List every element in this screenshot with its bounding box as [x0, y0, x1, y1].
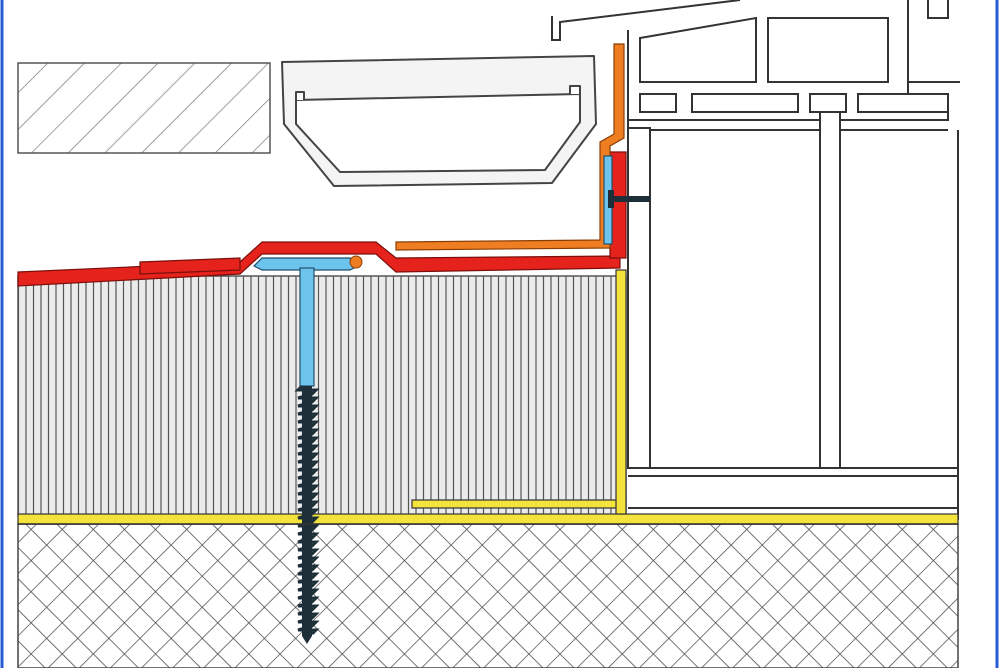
concrete-deck	[17, 523, 959, 668]
screw-tip	[302, 636, 312, 644]
anchor-fastener	[252, 255, 363, 387]
wall-structure	[627, 111, 959, 520]
flashing-strip	[395, 43, 625, 251]
gutter-profile	[281, 55, 597, 187]
window-frame	[551, 0, 960, 131]
anchor-screw-thread	[294, 384, 320, 644]
screw-thread-path	[294, 384, 320, 636]
hatched-slab	[17, 62, 271, 154]
upstand-screw	[608, 190, 650, 208]
adhesive-layer	[17, 269, 959, 525]
insulation-layer	[17, 275, 627, 517]
